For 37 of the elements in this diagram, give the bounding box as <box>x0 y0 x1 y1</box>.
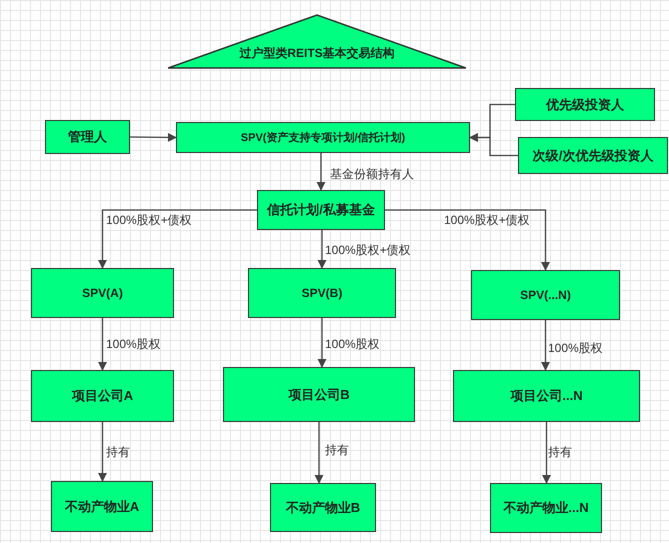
process-box: 不动产物业B <box>270 483 376 532</box>
arrow <box>130 132 177 142</box>
title-triangle: 过户型类REITS基本交易结构 <box>168 14 466 69</box>
arrow <box>540 320 550 371</box>
edge-label: 持有 <box>106 444 130 461</box>
edge-label: 持有 <box>325 442 349 459</box>
arrow <box>317 230 327 269</box>
arrow <box>98 318 108 371</box>
arrow <box>317 318 327 368</box>
process-box: 不动产物业A <box>51 481 153 532</box>
arrow <box>316 153 326 191</box>
arrow <box>314 422 324 484</box>
edge-label: 100%股权 <box>548 340 603 357</box>
arrow <box>98 209 257 269</box>
process-box: 管理人 <box>45 120 130 154</box>
process-box: SPV(资产支持专项计划/信托计划) <box>176 122 470 153</box>
edge-label: 100%股权+债权 <box>444 212 530 229</box>
edge-label: 基金份额持有人 <box>330 166 414 183</box>
process-box: 优先级投资人 <box>515 88 655 121</box>
process-box: 次级/次优先级投资人 <box>518 137 668 174</box>
process-box: 信托计划/私募基金 <box>257 190 385 230</box>
process-box: SPV(B) <box>248 268 396 318</box>
edge-label: 持有 <box>548 444 572 461</box>
process-box: SPV(A) <box>31 268 174 318</box>
process-box: 不动产物业...N <box>490 483 602 533</box>
arrow <box>542 422 552 484</box>
arrow <box>385 209 550 271</box>
process-box: SPV(...N) <box>471 270 620 320</box>
process-box: 项目公司...N <box>453 370 640 422</box>
process-box: 项目公司B <box>223 367 415 422</box>
arrow <box>98 422 108 482</box>
arrow <box>469 132 518 156</box>
edge-label: 100%股权 <box>106 336 161 353</box>
process-box: 项目公司A <box>31 370 174 422</box>
edge-label: 100%股权 <box>325 336 380 353</box>
edge-label: 100%股权+债权 <box>106 212 192 229</box>
edge-label: 100%股权+债权 <box>325 242 411 259</box>
